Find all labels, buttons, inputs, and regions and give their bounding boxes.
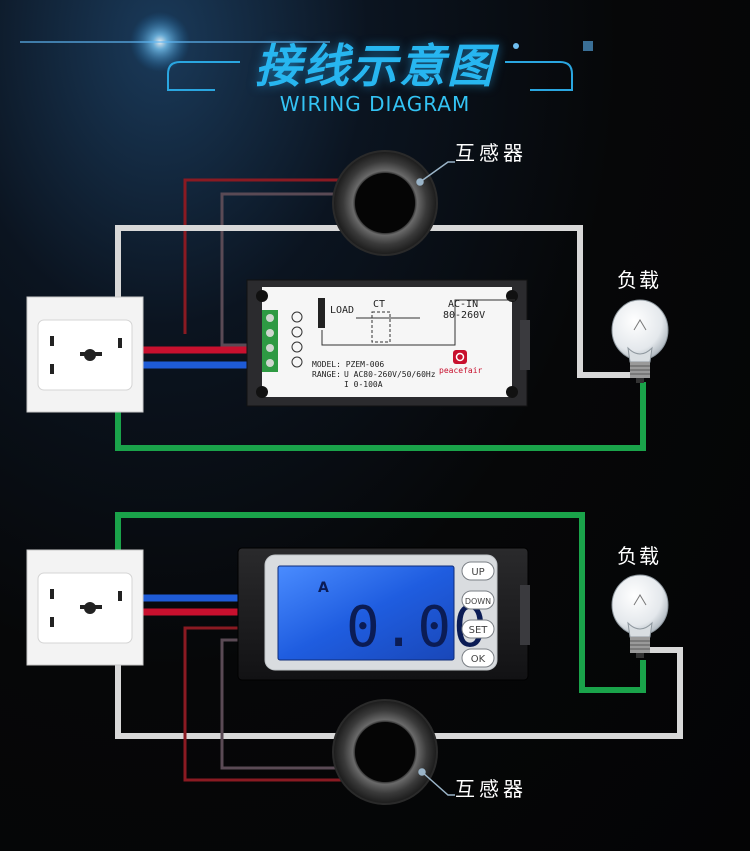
meter-button-label: DOWN [465,597,491,606]
top-wire-dark-red [183,178,345,334]
top-wall-socket [26,296,144,413]
top-wire-dark-gray [220,192,345,347]
bottom-light-bulb [611,574,669,658]
bottom-meter-front [237,547,530,681]
bottom-wire-dark-gray [220,638,345,770]
title-bracket-left [167,61,240,91]
top-meter-voltage: 80-260V [443,310,485,321]
top-ct-pointer [416,161,455,186]
top-load-label: 负载 [617,268,661,292]
meter-button-down[interactable]: DOWN [461,590,495,610]
title-bracket-right [505,61,573,91]
meter-button-ok[interactable]: OK [461,648,495,668]
top-wire-white [115,225,630,378]
bottom-load-label: 负载 [617,544,661,568]
bottom-current-transformer [332,699,438,805]
bottom-ct-label: 互感器 [455,777,527,801]
top-meter-range-u: U AC80-260V/50/60Hz [344,370,436,379]
meter-button-label: UP [471,567,484,578]
top-meter-range-label: RANGE: [312,370,341,379]
meter-button-up[interactable]: UP [461,561,495,581]
meter-button-set[interactable]: SET [461,619,495,639]
page-title: 接线示意图 [255,39,495,93]
top-meter-ac-in: AC-IN [448,299,478,310]
top-light-bulb [611,299,669,383]
bottom-wall-socket [26,549,144,666]
bottom-wire-white [115,625,683,739]
top-ct-label: 互感器 [455,141,527,165]
top-meter-range-i: I 0-100A [344,380,383,389]
meter-button-group: UP DOWN SET OK [461,561,495,668]
bottom-wire-dark-red [183,626,345,782]
bottom-ct-pointer [418,768,455,796]
top-meter-brand: peacefair [439,366,483,375]
top-meter-label-text: LOAD CT AC-IN 80-260V MODEL: PZEM-006 RA… [312,299,485,389]
page-subtitle: WIRING DIAGRAM [279,92,471,116]
bottom-wire-green [115,512,646,693]
lcd-unit: A [318,580,329,596]
meter-button-label: SET [469,625,489,636]
meter-button-label: OK [471,654,486,665]
top-meter-ct-label: CT [373,299,385,310]
top-meter-model: MODEL: PZEM-006 [312,360,384,369]
top-meter-back [246,279,530,407]
lens-flare [20,12,593,72]
top-meter-load-label: LOAD [330,305,354,316]
top-current-transformer [332,150,438,256]
